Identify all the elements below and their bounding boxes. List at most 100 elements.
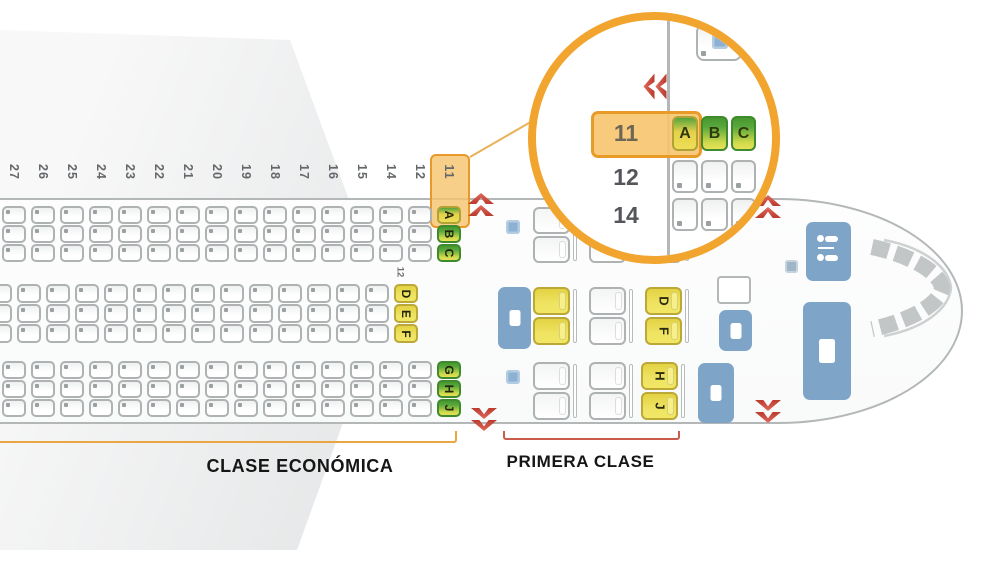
seat-letter: 18 <box>268 164 282 180</box>
seat-11A: A <box>437 206 461 224</box>
first-class-seat <box>589 392 626 420</box>
seat-letter: 19 <box>239 164 253 180</box>
economy-seat <box>205 244 229 262</box>
economy-seat <box>46 324 70 343</box>
seat-letter: J <box>652 402 667 410</box>
row-label-25: 25 <box>61 150 83 194</box>
economy-seat <box>321 361 345 379</box>
seat-letter: 26 <box>36 164 50 180</box>
economy-seat <box>263 206 287 224</box>
economy-seat <box>162 284 186 303</box>
inset-seat <box>701 198 728 231</box>
first-class-seat-H: H <box>641 362 678 390</box>
economy-seat <box>234 206 258 224</box>
economy-seat <box>133 284 157 303</box>
seat-12F: F <box>394 324 418 343</box>
economy-seat <box>365 324 389 343</box>
seat-divider <box>629 364 633 418</box>
economy-seat <box>147 399 171 417</box>
economy-seat <box>350 206 374 224</box>
economy-seat <box>278 304 302 323</box>
economy-seat <box>379 399 403 417</box>
economy-seat <box>379 244 403 262</box>
galley-block-mid-right <box>719 310 752 351</box>
economy-seat <box>75 284 99 303</box>
galley-door-icon <box>819 339 835 363</box>
seat-letter: H <box>652 371 667 381</box>
inset-row-number-12: 12 <box>613 164 639 190</box>
row-label-18: 18 <box>264 150 286 194</box>
seat-11B: B <box>437 225 461 243</box>
seat-letter: 17 <box>297 164 311 180</box>
row-label-14: 14 <box>380 150 402 194</box>
seat-letter: H <box>442 384 456 394</box>
seat-letter: D <box>399 289 413 298</box>
economy-seat <box>220 304 244 323</box>
row-label-26: 26 <box>32 150 54 194</box>
economy-seat <box>147 244 171 262</box>
economy-seat <box>60 380 84 398</box>
seat-letter: 21 <box>181 164 195 180</box>
closet-block <box>717 276 751 304</box>
economy-seat <box>292 244 316 262</box>
economy-seat <box>31 361 55 379</box>
economy-seat <box>350 361 374 379</box>
economy-seat <box>321 399 345 417</box>
economy-seat <box>205 225 229 243</box>
seat-letter: 22 <box>152 164 166 180</box>
economy-seat <box>408 361 432 379</box>
exit-chevron-icon <box>755 400 781 411</box>
economy-seat <box>205 399 229 417</box>
first-class-seat <box>533 287 570 315</box>
inset-seat-letter: B <box>708 124 721 142</box>
economy-seat <box>118 206 142 224</box>
first-class-seat <box>533 236 570 263</box>
seat-letter: 23 <box>123 164 137 180</box>
economy-seat <box>147 225 171 243</box>
economy-seat <box>263 244 287 262</box>
economy-seat <box>2 244 26 262</box>
economy-seat <box>2 380 26 398</box>
inset-seat <box>731 198 756 231</box>
economy-seat <box>220 324 244 343</box>
economy-seat <box>89 399 113 417</box>
economy-seat <box>176 225 200 243</box>
economy-seat <box>46 284 70 303</box>
economy-seat <box>118 361 142 379</box>
economy-seat <box>365 304 389 323</box>
economy-seat <box>176 244 200 262</box>
economy-seat <box>162 324 186 343</box>
economy-seat <box>17 284 41 303</box>
exit-arrows-icon <box>468 193 494 216</box>
first-class-seat <box>533 362 570 390</box>
fixture-square-bottom <box>506 370 520 384</box>
inset-seat-C: C <box>731 116 756 151</box>
galley-block-nose-bottom <box>803 302 851 400</box>
economy-seat <box>321 225 345 243</box>
economy-seat <box>2 225 26 243</box>
economy-seat <box>307 284 331 303</box>
seat-letter: 16 <box>326 164 340 180</box>
economy-seat <box>147 206 171 224</box>
economy-seat <box>60 361 84 379</box>
row-label-12: 12 <box>409 150 431 194</box>
economy-seat <box>0 284 12 303</box>
economy-seat <box>234 361 258 379</box>
economy-seat <box>176 399 200 417</box>
first-class-bracket <box>503 431 680 440</box>
economy-seat <box>60 225 84 243</box>
economy-seat <box>379 225 403 243</box>
economy-seat <box>147 361 171 379</box>
economy-seat <box>191 324 215 343</box>
economy-seat <box>31 399 55 417</box>
seat-letter: C <box>442 248 456 258</box>
economy-seat <box>408 244 432 262</box>
lavatory-icon <box>509 310 520 326</box>
economy-seat <box>278 324 302 343</box>
seat-letter: E <box>399 309 413 318</box>
exit-arrows-icon <box>755 195 781 218</box>
inset-row-number-14: 14 <box>613 202 639 228</box>
row-label-27: 27 <box>3 150 25 194</box>
row-label-23: 23 <box>119 150 141 194</box>
seat-letter: 15 <box>355 164 369 180</box>
